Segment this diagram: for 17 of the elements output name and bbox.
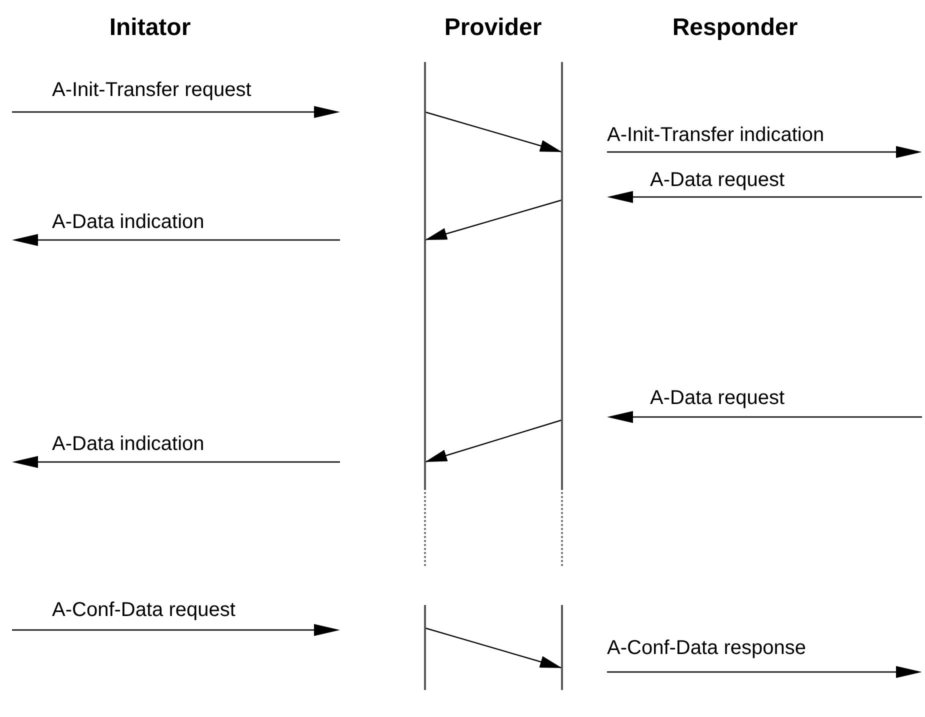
lifeline [561,62,563,690]
message-label: A-Init-Transfer indication [607,125,824,145]
arrow [424,111,562,153]
arrow [424,419,562,463]
column-heading: Provider [444,16,542,40]
column-heading: Initator [109,16,191,40]
lifeline [424,62,426,690]
message-label: A-Data indication [52,212,204,232]
message-label: A-Conf-Data request [52,600,236,620]
message-label: A-Data indication [52,434,204,454]
arrow [424,627,562,669]
message-label: A-Conf-Data response [607,638,806,658]
column-heading: Responder [672,16,798,40]
message-label: A-Data request [650,388,785,408]
message-label: A-Init-Transfer request [52,80,252,100]
message-label: A-Data request [650,170,785,190]
arrow [424,199,562,241]
